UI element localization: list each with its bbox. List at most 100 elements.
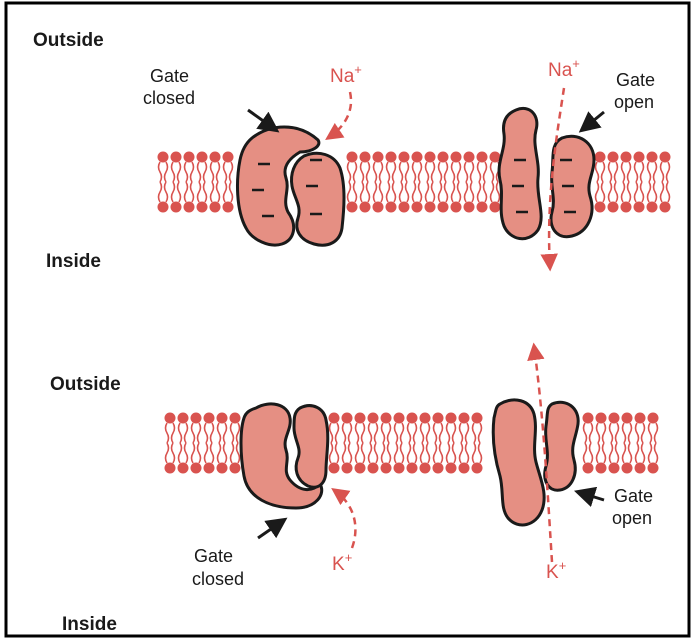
lipid-head [329,463,340,474]
lipid-tail [231,423,240,463]
lipid-head [477,152,488,163]
k-ion-label-open: K+ [546,558,566,583]
lipid-head [386,152,397,163]
lipid-head [622,413,633,424]
lipid-head [204,463,215,474]
lipid-tail [622,162,631,202]
lipid-tail [348,162,357,202]
lipid-head [223,202,234,213]
lipid-head [399,202,410,213]
lipid-head [407,413,418,424]
lipid-head [451,202,462,213]
lipid-head [635,463,646,474]
lipid-tail [224,162,233,202]
lipid-tail [166,423,175,463]
lipid-head [621,152,632,163]
lipid-tail [439,162,448,202]
open-gate-pointer-arrow [582,112,604,130]
closed-gate-pointer-arrow [258,520,284,538]
closed-gate-label-line1: Gate [150,66,189,86]
inside-label: Inside [46,251,101,272]
lipid-head [184,202,195,213]
lipid-head [609,413,620,424]
lipid-tail [413,162,422,202]
closed-gate-label-line2: closed [192,569,244,589]
lipid-tail [452,162,461,202]
lipid-tail [465,162,474,202]
lipid-tail [172,162,181,202]
lipid-head [210,202,221,213]
open-gate-label-line2: open [614,92,654,112]
frame-border [6,3,689,636]
lipid-tail [218,423,227,463]
na-blocked-arrow [328,92,351,138]
na-ion-label-closed: Na+ [330,62,362,87]
lipid-head [420,413,431,424]
k-blocked-arrow [334,490,355,548]
closed-channel-right-subunit [292,153,345,245]
lipid-head [394,463,405,474]
lipid-head [342,413,353,424]
lipid-tail [361,162,370,202]
lipid-head [230,463,241,474]
lipid-head [438,202,449,213]
lipid-head [648,413,659,424]
open-channel-left-subunit [499,108,541,238]
lipid-tail [192,423,201,463]
outside-label: Outside [33,30,104,51]
lipid-head [329,413,340,424]
panel-potassium: Outside Inside Gate closed K+ K+ Gate op… [50,346,653,635]
lipid-head [347,202,358,213]
lipid-tail [382,423,391,463]
membrane-bottom [165,413,659,474]
lipid-head [433,413,444,424]
lipid-head [171,202,182,213]
lipid-tail [584,423,593,463]
lipid-head [459,463,470,474]
closed-gate-label-line1: Gate [194,546,233,566]
lipid-head [464,152,475,163]
lipid-head [596,463,607,474]
lipid-head [178,463,189,474]
lipid-head [197,202,208,213]
lipid-head [477,202,488,213]
lipid-head [184,152,195,163]
closed-channel-right-subunit [294,406,328,488]
inside-label: Inside [62,614,117,635]
lipid-tail [421,423,430,463]
lipid-head [373,202,384,213]
lipid-tail [330,423,339,463]
lipid-tail [159,162,168,202]
lipid-head [446,413,457,424]
lipid-head [394,413,405,424]
lipid-head [472,463,483,474]
lipid-head [464,202,475,213]
lipid-head [210,152,221,163]
lipid-head [420,463,431,474]
lipid-tail [434,423,443,463]
lipid-head [446,463,457,474]
lipid-head [381,463,392,474]
lipid-head [407,463,418,474]
lipid-tail [185,162,194,202]
lipid-tail [649,423,658,463]
closed-gate-label-line2: closed [143,88,195,108]
lipid-head [595,202,606,213]
lipid-head [609,463,620,474]
outside-label: Outside [50,374,121,395]
lipid-tail [597,423,606,463]
lipid-tail [400,162,409,202]
lipid-head [386,202,397,213]
lipid-head [347,152,358,163]
lipid-head [171,152,182,163]
lipid-head [459,413,470,424]
panel-sodium: Outside Inside Gate closed Na+ [33,30,655,272]
lipid-head [635,413,646,424]
lipid-tail [343,423,352,463]
open-gate-pointer-arrow [578,492,604,500]
lipid-tail [661,162,670,202]
lipid-tail [408,423,417,463]
lipid-head [165,413,176,424]
lipid-tail [635,162,644,202]
lipid-tail [205,423,214,463]
